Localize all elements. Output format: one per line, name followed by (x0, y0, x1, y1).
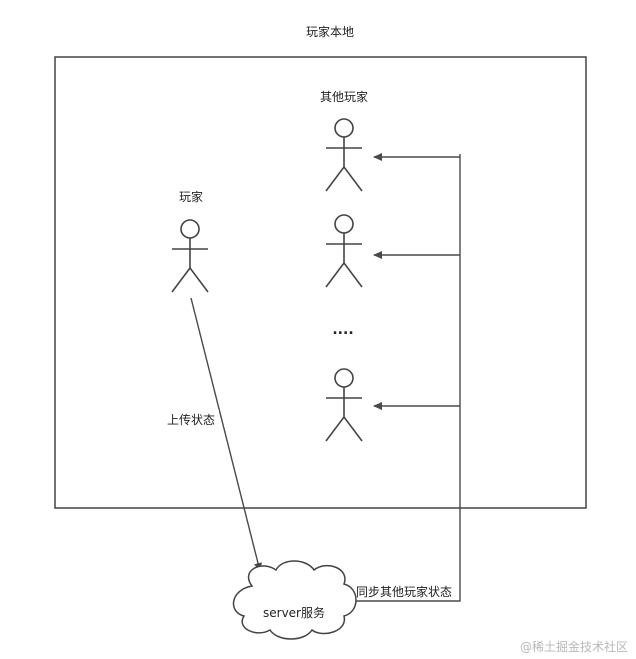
local-title: 玩家本地 (306, 24, 354, 39)
other-player-figure-3 (325, 368, 363, 442)
upload-label: 上传状态 (167, 412, 215, 427)
watermark-text: @稀土掘金技术社区 (520, 639, 628, 654)
local-boundary-box (54, 56, 587, 509)
player-label: 玩家 (179, 189, 203, 204)
other-player-figure-1 (325, 118, 363, 192)
upload-label-bg (163, 410, 219, 428)
sync-line (352, 154, 461, 602)
ellipsis-text: .... (332, 322, 353, 338)
other-players-label: 其他玩家 (320, 89, 368, 104)
upload-arrow (190, 297, 262, 572)
player-figure (171, 219, 209, 293)
other-player-figure-2 (325, 214, 363, 288)
sync-label-bg (352, 582, 458, 600)
sync-label: 同步其他玩家状态 (356, 584, 452, 599)
server-cloud (232, 560, 357, 640)
server-label: server服务 (263, 605, 325, 620)
